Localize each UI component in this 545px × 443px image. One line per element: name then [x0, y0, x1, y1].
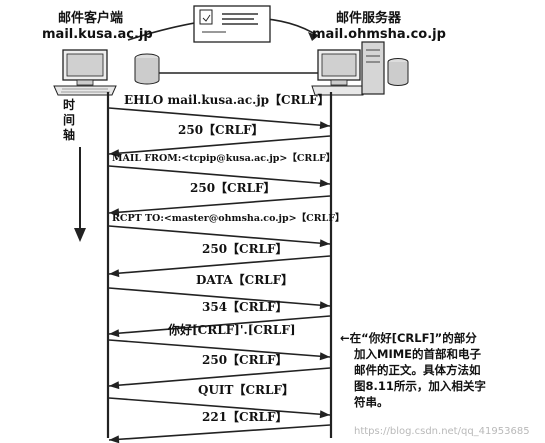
note-line: 图8.11所示，加入相关字: [354, 379, 486, 393]
message-label: EHLO mail.kusa.ac.jp【CRLF】: [124, 93, 330, 107]
message-arrowhead: [109, 329, 120, 338]
message-arrowhead: [319, 301, 330, 310]
message-arrowhead: [319, 121, 330, 130]
message-arrowhead: [109, 208, 120, 217]
message-arrow: [108, 397, 331, 416]
message-arrowhead: [109, 149, 120, 158]
message-label: 354【CRLF】: [202, 300, 288, 314]
message-arrowhead: [109, 269, 120, 278]
time-axis-char: 间: [62, 113, 75, 127]
server-computer-icon: [311, 41, 385, 96]
client-disk-icon: [134, 53, 160, 85]
message-label: RCPT TO:<master@ohmsha.co.jp>【CRLF】: [112, 213, 345, 224]
time-axis-char: 时: [62, 98, 75, 112]
message-arrow: [108, 287, 331, 307]
message-label: 250【CRLF】: [178, 123, 264, 137]
client-title: 邮件客户端: [58, 11, 124, 26]
message-label: 250【CRLF】: [190, 181, 276, 195]
message-label: QUIT【CRLF】: [198, 383, 294, 397]
client-computer-icon: [53, 49, 117, 96]
message-label: 你好[CRLF]'.[CRLF]: [168, 323, 296, 337]
message-label: DATA【CRLF】: [196, 273, 294, 287]
server-host: mail.ohmsha.co.jp: [312, 27, 446, 42]
message-label: 221【CRLF】: [202, 410, 288, 424]
time-axis-arrowhead: [74, 228, 86, 242]
message-label: MAIL FROM:<tcpip@kusa.ac.jp>【CRLF】: [112, 153, 336, 164]
message-label: 250【CRLF】: [202, 242, 288, 256]
message-arrowhead: [319, 179, 330, 188]
note-line: ←在“你好[CRLF]”的部分: [340, 331, 477, 345]
envelope-icon: [193, 5, 271, 43]
message-arrowhead: [319, 239, 330, 248]
message-arrow: [108, 367, 331, 387]
message-arrow: [108, 107, 331, 127]
time-axis-char: 轴: [62, 128, 75, 142]
client-host: mail.kusa.ac.jp: [42, 27, 153, 42]
mail-transfer-arrowhead: [308, 32, 318, 41]
note-line: 邮件的正文。具体方法如: [354, 363, 481, 377]
message-arrowhead: [319, 410, 330, 419]
message-arrow: [108, 315, 331, 335]
message-arrow: [108, 424, 331, 441]
note-line: 加入MIME的首部和电子: [354, 347, 482, 361]
message-arrowhead: [109, 381, 120, 390]
message-arrow: [108, 339, 331, 358]
message-arrow: [108, 195, 331, 214]
message-arrow: [108, 135, 331, 155]
time-axis-label: 时 间 轴: [62, 98, 76, 143]
server-disk-icon: [387, 58, 409, 86]
message-arrows: [108, 107, 331, 443]
message-arrowhead: [319, 352, 330, 361]
mime-note: ←在“你好[CRLF]”的部分 加入MIME的首部和电子 邮件的正文。具体方法如…: [340, 330, 545, 410]
message-label: 250【CRLF】: [202, 353, 288, 367]
message-arrow: [108, 165, 331, 185]
message-arrow: [108, 255, 331, 275]
note-line: 符串。: [354, 395, 389, 409]
message-arrow: [108, 225, 331, 245]
message-arrowhead: [109, 435, 120, 443]
watermark: https://blog.csdn.net/qq_41953685: [354, 426, 530, 437]
server-title: 邮件服务器: [336, 11, 402, 26]
